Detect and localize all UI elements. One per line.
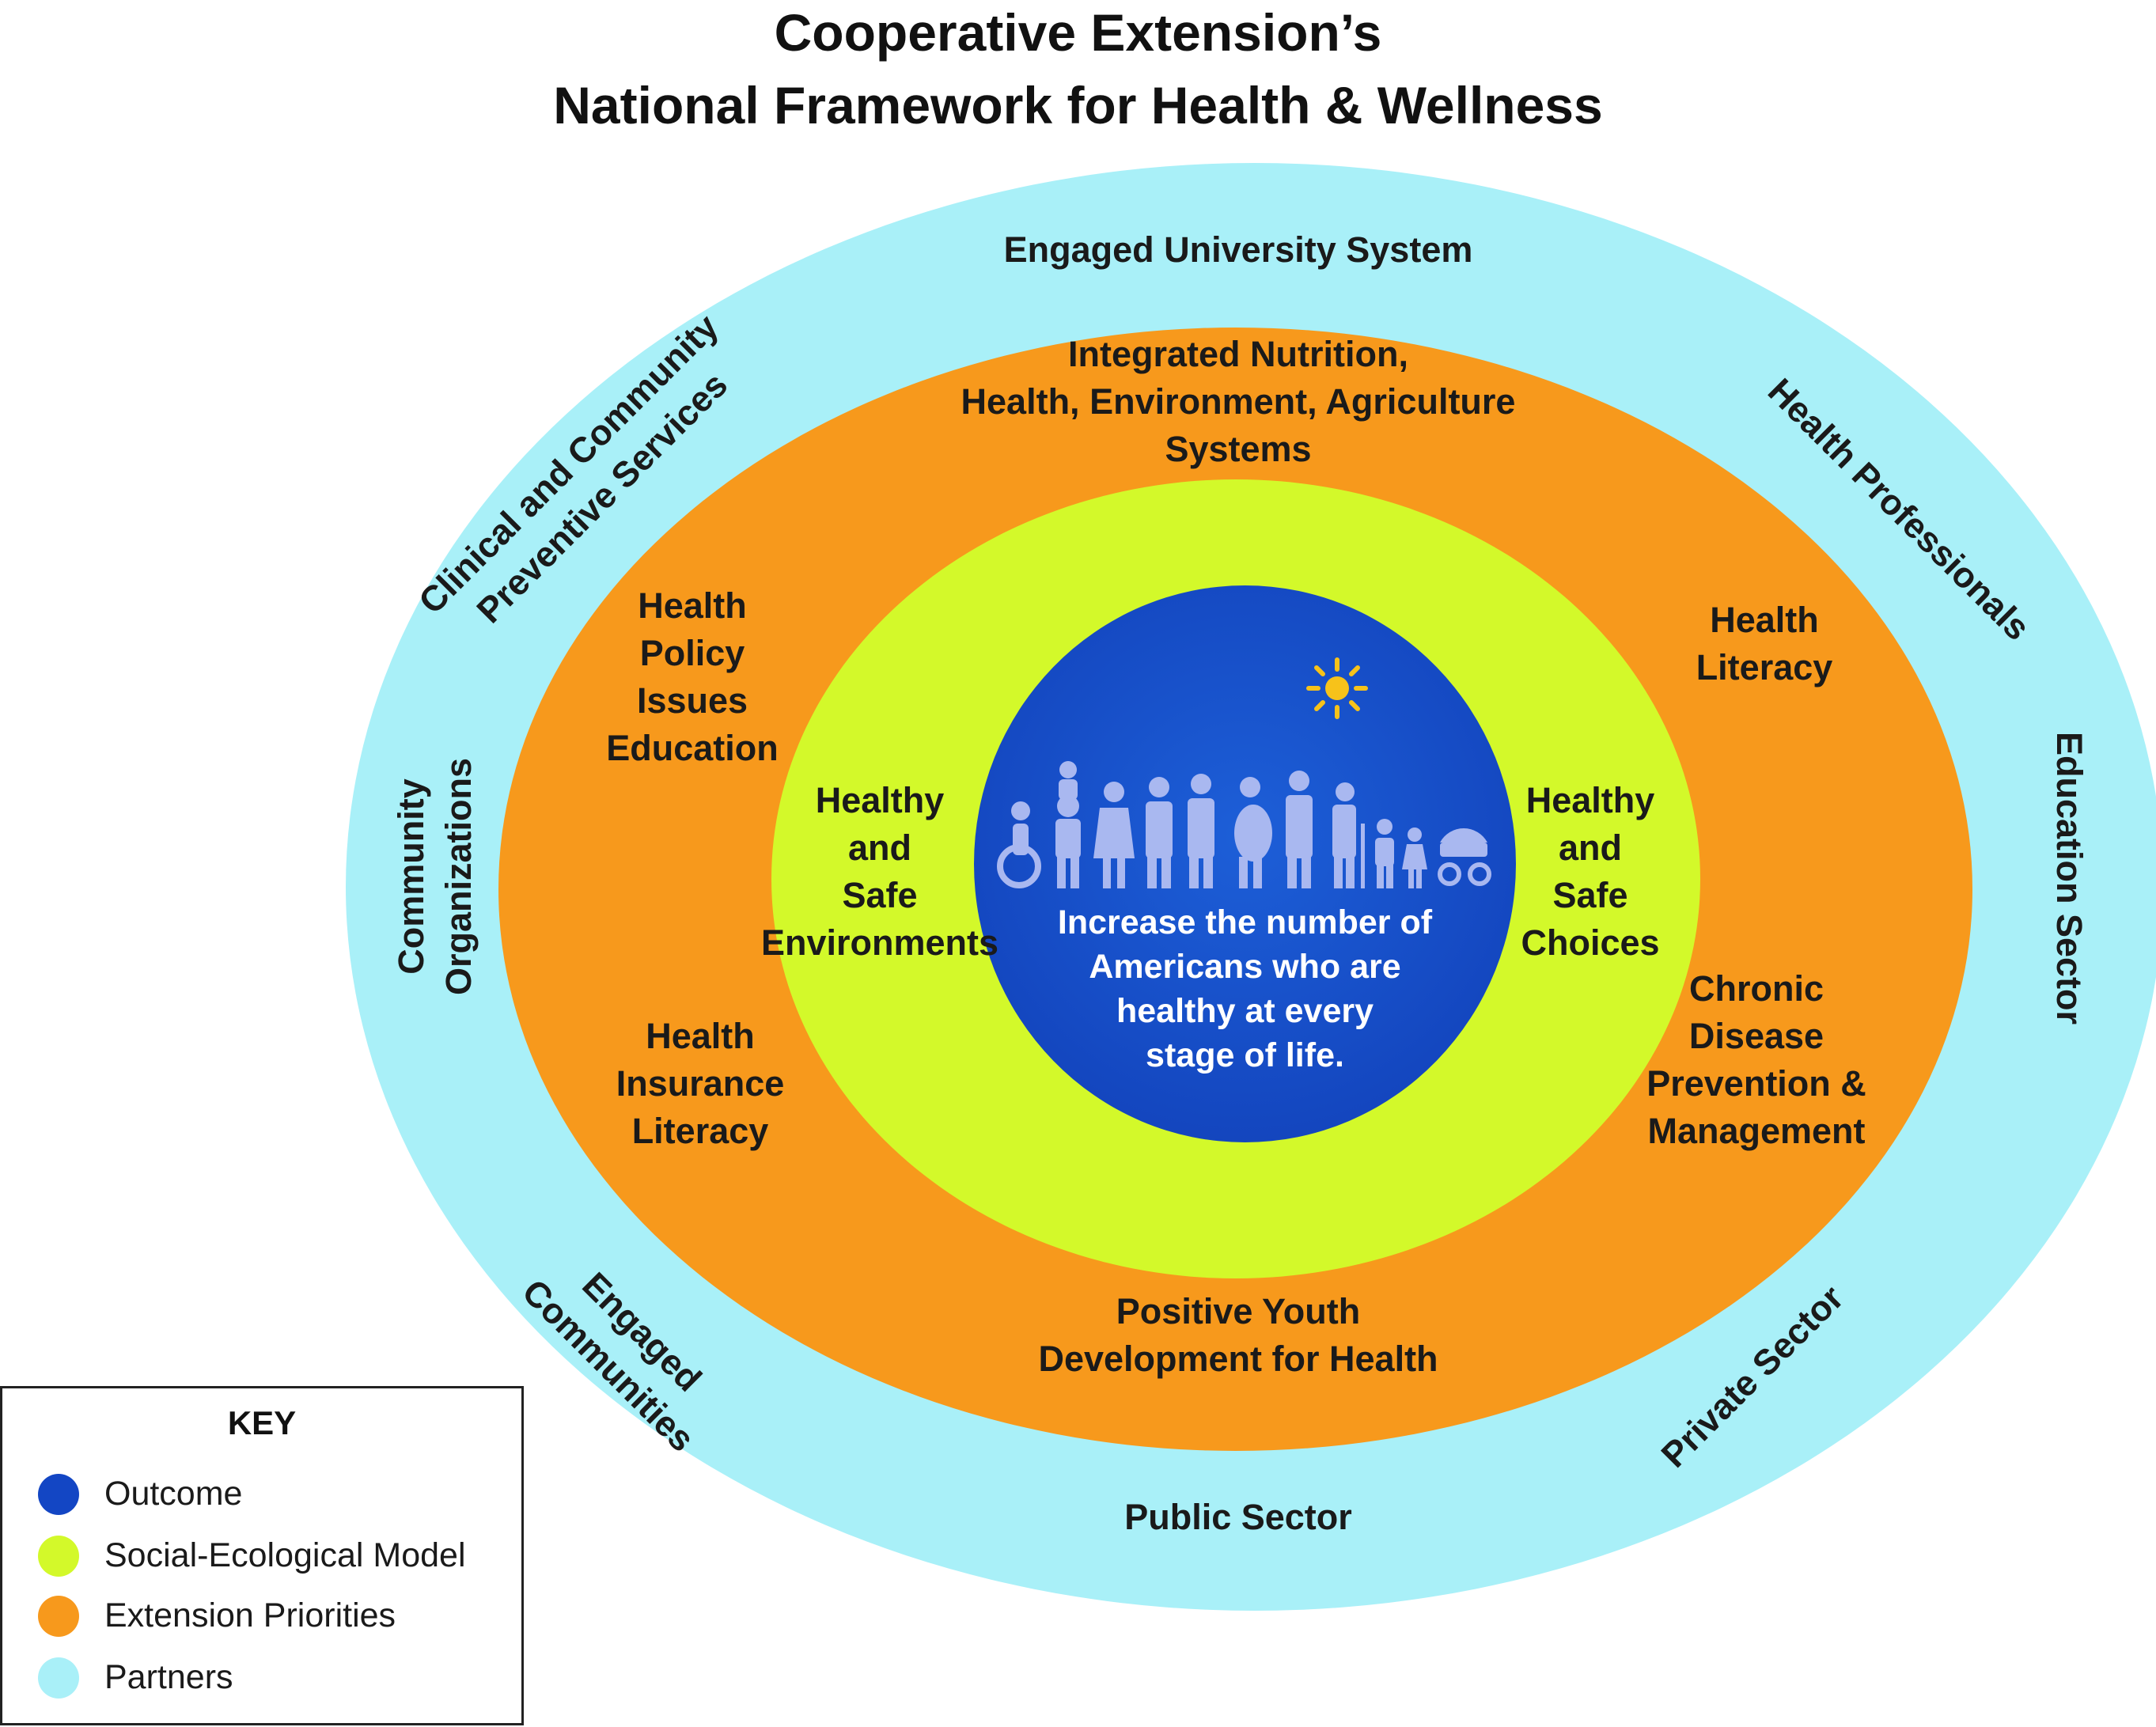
priority-chronic-line-1: Chronic <box>1688 968 1824 1009</box>
priority-health-insurance-literacy: Health Insurance Literacy <box>582 1013 819 1155</box>
sem-choices-line-4: Choices <box>1521 922 1660 963</box>
key-swatch-extension-priorities <box>38 1596 79 1637</box>
priority-chronic-line-3: Prevention & <box>1646 1063 1866 1104</box>
priority-insurance-line-1: Health <box>646 1016 755 1056</box>
diagram-title-line-2: National Framework for Health & Wellness <box>553 76 1603 134</box>
priority-insurance-line-3: Literacy <box>631 1111 769 1151</box>
sem-healthy-safe-environments: Healthy and Safe Environments <box>761 777 998 967</box>
outcome-line-4: stage of life. <box>1146 1036 1344 1074</box>
sem-env-line-3: Safe <box>842 875 918 915</box>
priority-chronic-disease: Chronic Disease Prevention & Management <box>1630 965 1883 1155</box>
key-swatch-partners <box>38 1657 79 1699</box>
sem-env-line-4: Environments <box>761 922 999 963</box>
people-lifespan-icon <box>997 761 1491 888</box>
sem-env-line-1: Healthy <box>815 780 945 820</box>
sem-env-line-2: and <box>847 828 911 868</box>
key-legend: KEY Outcome Social-Ecological Model Exte… <box>0 1386 524 1725</box>
partner-education-sector: Education Sector <box>2049 731 2090 1025</box>
partner-public-sector: Public Sector <box>1124 1497 1352 1537</box>
priority-youth-line-2: Development for Health <box>1038 1339 1438 1379</box>
priority-chronic-line-2: Disease <box>1688 1016 1824 1056</box>
outcome-statement: Increase the number of Americans who are… <box>974 900 1516 1077</box>
priority-health-policy-education: Health Policy Issues Education <box>574 582 811 772</box>
diagram-title-line-1: Cooperative Extension’s <box>774 3 1382 62</box>
key-swatch-social-ecological-model <box>38 1536 79 1577</box>
sem-choices-line-1: Healthy <box>1525 780 1655 820</box>
sem-choices-line-2: and <box>1558 828 1622 868</box>
sem-healthy-safe-choices: Healthy and Safe Choices <box>1472 777 1709 967</box>
key-swatch-outcome <box>38 1474 79 1515</box>
key-label-social-ecological-model: Social-Ecological Model <box>104 1536 466 1574</box>
outcome-line-2: Americans who are <box>1089 948 1401 986</box>
priority-insurance-line-2: Insurance <box>616 1063 785 1104</box>
outcome-line-3: healthy at every <box>1116 992 1374 1030</box>
outcome-line-1: Increase the number of <box>1057 903 1433 941</box>
key-label-partners: Partners <box>104 1658 233 1696</box>
priority-chronic-line-4: Management <box>1647 1111 1866 1151</box>
priority-integrated-systems: Integrated Nutrition, Health, Environmen… <box>843 331 1634 473</box>
priority-integrated-line-1: Integrated Nutrition, <box>1068 334 1408 374</box>
key-title: KEY <box>227 1404 297 1441</box>
partner-community-organizations: Community Organizations <box>388 718 483 1035</box>
priority-youth-line-1: Positive Youth <box>1116 1291 1361 1331</box>
priority-policy-line-4: Education <box>606 728 779 768</box>
priority-integrated-line-3: Systems <box>1165 429 1312 469</box>
priority-positive-youth-development: Positive Youth Development for Health <box>922 1288 1555 1383</box>
partner-community-line-2: Organizations <box>438 757 479 996</box>
priority-policy-line-2: Policy <box>639 633 745 673</box>
partner-community-line-1: Community <box>391 778 431 975</box>
priority-health-literacy: Health Literacy <box>1646 596 1883 691</box>
priority-policy-line-1: Health <box>638 585 747 626</box>
priority-integrated-line-2: Health, Environment, Agriculture <box>961 381 1516 422</box>
key-label-extension-priorities: Extension Priorities <box>104 1596 396 1634</box>
sem-choices-line-3: Safe <box>1552 875 1628 915</box>
partner-engaged-university-system: Engaged University System <box>1003 229 1473 270</box>
priority-literacy-line-1: Health <box>1710 600 1819 640</box>
priority-literacy-line-2: Literacy <box>1696 647 1833 687</box>
key-label-outcome: Outcome <box>104 1475 243 1513</box>
sun-icon <box>1306 657 1368 719</box>
priority-policy-line-3: Issues <box>636 680 748 721</box>
